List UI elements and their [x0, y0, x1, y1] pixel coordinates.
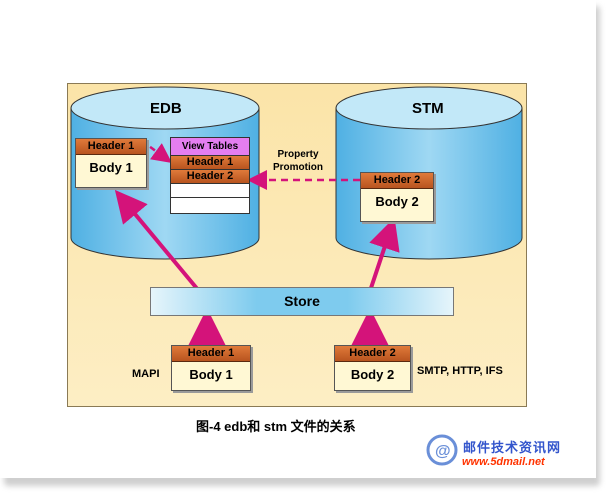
mapi-document-body: Body 1 [189, 367, 233, 382]
mapi-document: Header 1 Body 1 [171, 345, 251, 391]
edb-label: EDB [150, 100, 182, 117]
edb-document-body: Body 1 [89, 160, 133, 175]
store-bar: Store [150, 287, 454, 316]
arrow-store-to-edb [114, 189, 206, 299]
view-tables-row-empty [171, 184, 249, 198]
stm-document-body: Body 2 [375, 194, 419, 209]
mapi-document-header: Header 1 [172, 346, 250, 362]
email-logo-icon: @ [426, 434, 458, 466]
view-tables-row-empty [171, 198, 249, 211]
watermark-title: 邮件技术资讯网 [463, 440, 562, 455]
property-promotion-label: Property Promotion [273, 149, 323, 173]
edb-document: Header 1 Body 1 [75, 138, 147, 188]
smtp-document-body: Body 2 [350, 367, 395, 382]
view-tables-title: View Tables [171, 138, 249, 156]
smtp-label: SMTP, HTTP, IFS [417, 365, 503, 377]
view-tables: View Tables Header 1 Header 2 [170, 137, 250, 214]
mapi-label: MAPI [132, 368, 160, 380]
view-tables-row-header2: Header 2 [171, 170, 249, 184]
smtp-document: Header 2 Body 2 [334, 345, 411, 391]
figure-caption: 图-4 edb和 stm 文件的关系 [196, 419, 356, 434]
stm-document-header: Header 2 [361, 173, 433, 189]
view-tables-row-header1: Header 1 [171, 156, 249, 170]
stm-document: Header 2 Body 2 [360, 172, 434, 222]
smtp-document-header: Header 2 [335, 346, 410, 362]
store-label: Store [284, 293, 320, 309]
stm-label: STM [412, 100, 444, 117]
edb-document-header: Header 1 [76, 139, 146, 155]
arrow-store-to-stm [366, 217, 400, 298]
svg-text:@: @ [435, 443, 451, 460]
watermark-url: www.5dmail.net [462, 456, 545, 468]
